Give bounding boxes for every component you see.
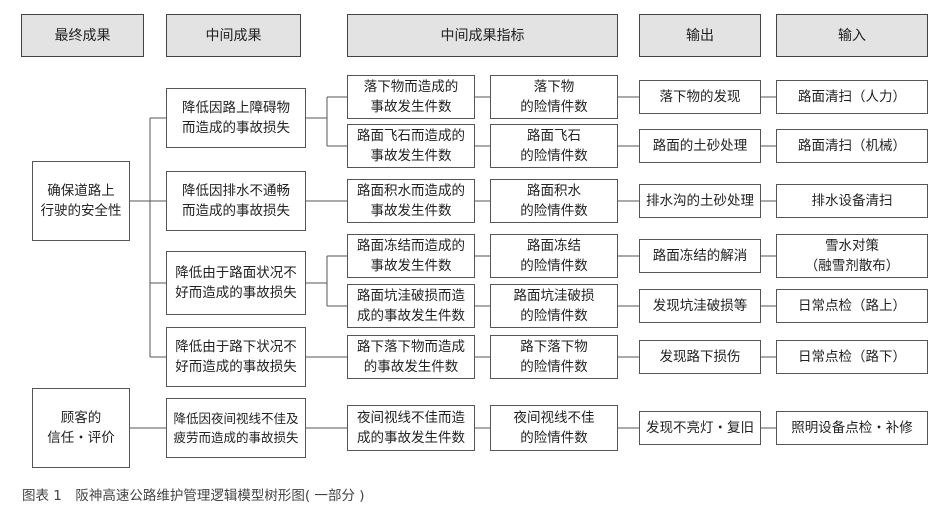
intermediate-road-surface: 降低由于路面状况不 好而造成的事故损失 xyxy=(166,251,306,315)
input-lighting-inspection-repair: 照明设备点检・补修 xyxy=(776,411,928,445)
intermediate-under-road: 降低由于路下状况不 好而造成的事故损失 xyxy=(166,327,306,387)
intermediate-drainage: 降低因排水不通畅 而造成的事故损失 xyxy=(166,171,306,231)
indicator-accident-potholes: 路面坑洼破损而造 成的事故发生件数 xyxy=(347,284,475,328)
indicator-accident-fallen-objects: 落下物而造成的 事故发生件数 xyxy=(347,75,475,119)
input-snow-countermeasure: 雪水对策 （融雪剂散布） xyxy=(776,234,928,278)
header-output: 输出 xyxy=(639,14,761,57)
header-indicators: 中间成果指标 xyxy=(347,14,618,57)
output-road-sand-removal: 路面的土砂处理 xyxy=(639,129,761,163)
output-fallen-object-detection: 落下物的发现 xyxy=(639,80,761,114)
output-pothole-detection: 发现坑洼破损等 xyxy=(639,289,761,323)
indicator-incident-water: 路面积水 的险情件数 xyxy=(490,179,618,223)
indicator-incident-flying-stones: 路面飞石 的险情件数 xyxy=(490,124,618,168)
indicator-incident-fallen-objects: 落下物 的险情件数 xyxy=(490,75,618,119)
indicator-accident-under-road-objects: 路下落下物而造成 的事故发生件数 xyxy=(347,335,475,379)
indicator-accident-flying-stones: 路面飞石而造成的 事故发生件数 xyxy=(347,124,475,168)
indicator-incident-potholes: 路面坑洼破损 的险情件数 xyxy=(490,284,618,328)
input-daily-inspection-on-road: 日常点检（路上） xyxy=(776,289,928,323)
indicator-incident-freezing: 路面冻结 的险情件数 xyxy=(490,234,618,278)
input-road-cleaning-machine: 路面清扫（机械） xyxy=(776,129,928,163)
intermediate-night-visibility: 降低因夜间视线不佳及 疲劳而造成的事故损失 xyxy=(166,398,306,458)
indicator-accident-water: 路面积水而造成的 事故发生件数 xyxy=(347,179,475,223)
output-freeze-removal: 路面冻结的解消 xyxy=(639,239,761,273)
indicator-accident-night-visibility: 夜间视线不佳而造 成的事故发生件数 xyxy=(347,405,475,451)
header-input: 输入 xyxy=(776,14,928,57)
output-drain-sand-removal: 排水沟的土砂处理 xyxy=(639,184,761,218)
output-light-outage-restore: 发现不亮灯・复旧 xyxy=(639,411,761,445)
intermediate-obstacle: 降低因路上障碍物 而造成的事故损失 xyxy=(166,88,306,148)
input-road-cleaning-manual: 路面清扫（人力） xyxy=(776,80,928,114)
header-final-outcome: 最终成果 xyxy=(21,14,144,57)
input-drain-cleaning: 排水设备清扫 xyxy=(776,184,928,218)
indicator-incident-under-road-objects: 路下落下物 的险情件数 xyxy=(490,335,618,379)
input-daily-inspection-under-road: 日常点检（路下） xyxy=(776,340,928,374)
final-outcome-safety: 确保道路上 行驶的安全性 xyxy=(32,161,130,241)
final-outcome-trust: 顾客的 信任・评价 xyxy=(32,388,130,468)
indicator-incident-night-visibility: 夜间视线不佳 的险情件数 xyxy=(490,405,618,451)
output-under-road-damage-detection: 发现路下损伤 xyxy=(639,340,761,374)
header-intermediate-outcome: 中间成果 xyxy=(166,14,301,57)
indicator-accident-freezing: 路面冻结而造成的 事故发生件数 xyxy=(347,234,475,278)
figure-caption: 图表 1 阪神高速公路维护管理逻辑模型树形图( 一部分 ) xyxy=(22,488,365,504)
